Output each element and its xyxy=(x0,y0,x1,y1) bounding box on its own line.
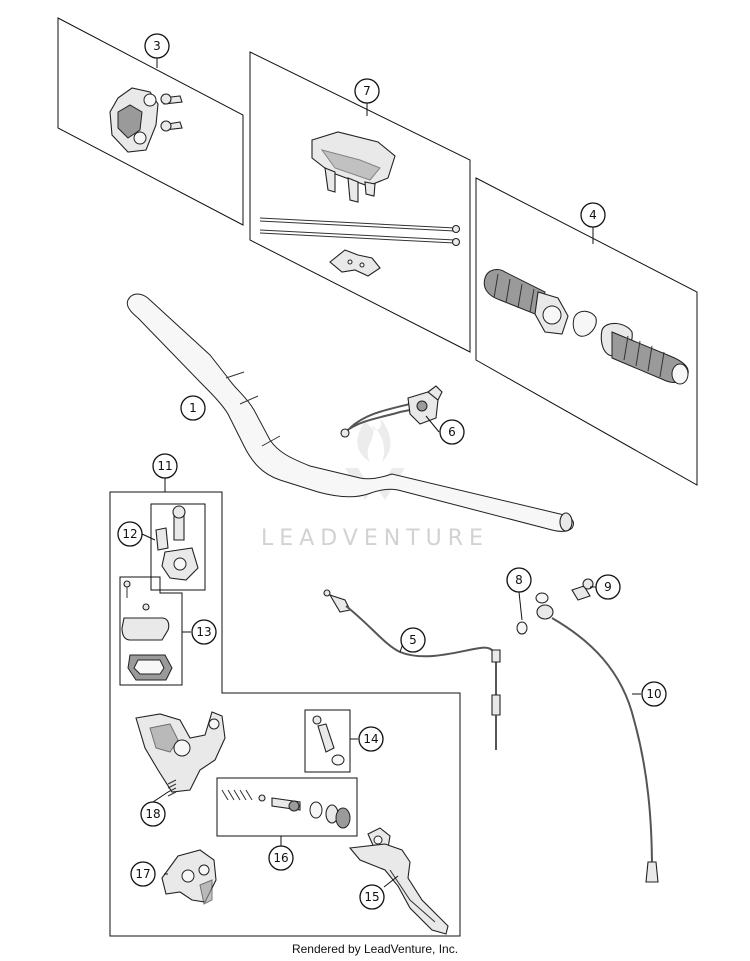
small-spring-part xyxy=(167,779,177,797)
grips-part xyxy=(483,269,689,385)
callout-label-10: 10 xyxy=(646,687,661,701)
callout-label-9: 9 xyxy=(604,580,612,594)
reservoir-cover-part xyxy=(121,580,173,681)
callout-6: 6 xyxy=(439,419,465,445)
callout-4: 4 xyxy=(580,202,606,228)
panel-part-13 xyxy=(119,576,183,686)
panel-part-7 xyxy=(249,51,471,353)
clamp-bolts-part xyxy=(155,505,199,581)
callout-8: 8 xyxy=(506,567,532,593)
cable-ties-part xyxy=(259,217,461,247)
callout-7: 7 xyxy=(354,78,380,104)
throttle-cable-part xyxy=(323,589,501,750)
panel-part-12 xyxy=(150,503,206,591)
kill-switch-part xyxy=(340,385,443,438)
callout-13: 13 xyxy=(191,619,217,645)
callout-label-1: 1 xyxy=(189,401,197,415)
callout-label-7: 7 xyxy=(363,84,371,98)
callout-label-6: 6 xyxy=(448,425,456,439)
panel-part-14 xyxy=(304,709,351,773)
callout-label-12: 12 xyxy=(122,527,137,541)
handlebar-pad-part xyxy=(311,131,396,203)
callout-label-5: 5 xyxy=(409,633,417,647)
adjuster-screw-part xyxy=(312,715,345,766)
lever-guard-part xyxy=(161,849,217,905)
clutch-lever-part xyxy=(348,827,449,935)
leader-lines xyxy=(141,58,641,888)
master-cylinder-body-part xyxy=(135,711,226,793)
watermark-text: LEADVENTURE xyxy=(261,526,489,551)
panel-part-11 xyxy=(109,491,461,937)
panel-part-4 xyxy=(475,177,698,486)
callout-label-13: 13 xyxy=(196,625,211,639)
brake-line-part xyxy=(536,604,659,883)
callout-18: 18 xyxy=(140,801,166,827)
callout-label-11: 11 xyxy=(157,459,172,473)
callout-10: 10 xyxy=(641,681,667,707)
callout-11: 11 xyxy=(152,453,178,479)
panel-part-3 xyxy=(57,17,244,226)
callout-label-15: 15 xyxy=(364,890,379,904)
callout-label-18: 18 xyxy=(145,807,160,821)
callout-label-14: 14 xyxy=(363,732,378,746)
callout-3: 3 xyxy=(144,33,170,59)
fork-clamp-part xyxy=(109,87,183,153)
callout-label-8: 8 xyxy=(515,573,523,587)
banjo-washers-part xyxy=(516,592,549,635)
pad-bracket-part xyxy=(329,249,381,277)
callout-label-4: 4 xyxy=(589,208,597,222)
callout-15: 15 xyxy=(359,884,385,910)
panel-part-16 xyxy=(216,777,358,837)
callout-1: 1 xyxy=(180,395,206,421)
callout-12: 12 xyxy=(117,521,143,547)
callout-9: 9 xyxy=(595,574,621,600)
piston-kit-part xyxy=(221,789,351,829)
callout-16: 16 xyxy=(268,845,294,871)
callout-17: 17 xyxy=(130,861,156,887)
callout-label-17: 17 xyxy=(135,867,150,881)
callout-14: 14 xyxy=(358,726,384,752)
callout-label-16: 16 xyxy=(273,851,288,865)
handlebar-part xyxy=(126,293,574,532)
banjo-bolt-part xyxy=(571,578,594,601)
callout-5: 5 xyxy=(400,627,426,653)
footer-credit: Rendered by LeadVenture, Inc. xyxy=(291,942,459,956)
callout-label-3: 3 xyxy=(153,39,161,53)
